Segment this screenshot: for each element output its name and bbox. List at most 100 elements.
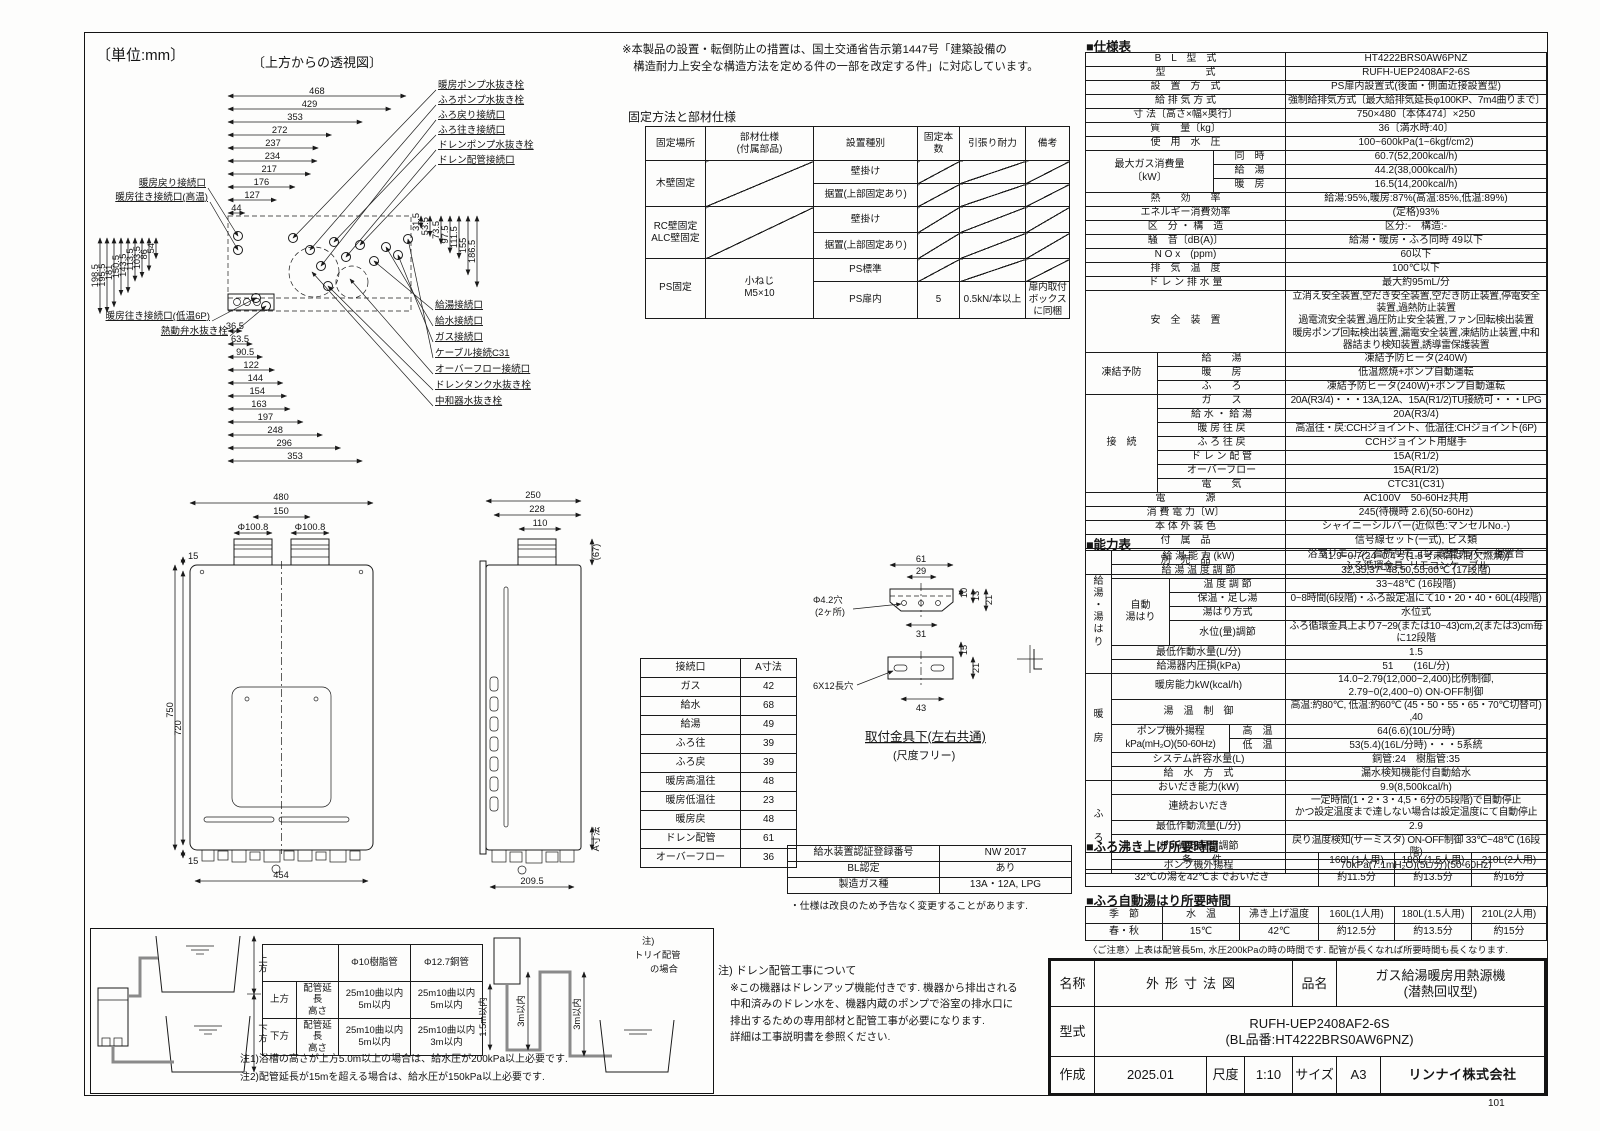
cell: 給水装置認証登録番号 (787, 845, 940, 862)
cell: 信号線セット(一式), ビス類 (1285, 533, 1547, 549)
cell: 区分:- 構造:- (1285, 220, 1547, 235)
dim-line (385, 246, 434, 327)
cell: 名称 (1050, 960, 1095, 1007)
dim-label: 429 (302, 99, 318, 109)
svg-text:6X12長穴: 6X12長穴 (813, 680, 853, 691)
cell: エネルギー消費効率 (1085, 206, 1286, 221)
cell: 最大約95mL/分 (1285, 276, 1547, 291)
cell: BL認定 (787, 861, 940, 878)
dim-label: 103.5 (132, 246, 142, 269)
cell: ド レ ン 排 水 量 (1085, 276, 1286, 291)
cell: Φ10樹脂管 (338, 944, 411, 982)
cell (917, 183, 960, 207)
bracket-scale-note: (尺度フリー) (893, 748, 955, 762)
cell: 使 用 水 圧 (1085, 136, 1286, 151)
cell: 連続おいだき (1111, 794, 1286, 821)
cell: 凍結予防ヒータ(240W) (1285, 351, 1547, 367)
cell: 給 湯 ・ 湯 は り (1085, 549, 1112, 675)
cell: 約12.5分 (1318, 923, 1395, 941)
table-row: 木壁固定壁掛け (645, 160, 1070, 207)
table-row: 最低作動水量(L/分)1.5 (1086, 645, 1547, 661)
dim-label: 111.5 (449, 226, 459, 248)
cell: 64(6.6)(10L/分時) (1285, 724, 1547, 740)
cell: 水 温 (1162, 906, 1240, 924)
cell: ド レ ン 配 管 (1157, 449, 1286, 465)
cell: 49 (740, 715, 797, 735)
table-row: 区 分 ・ 構 造区分:- 構造:- (1085, 220, 1547, 235)
cell: ふ ろ (1157, 379, 1286, 395)
cell (1025, 183, 1070, 207)
svg-text:3m以内: 3m以内 (571, 998, 582, 1030)
cell: 給湯・暖房・ふろ同時 49以下 (1285, 234, 1547, 249)
cell: B L 型 式 (1085, 52, 1286, 67)
svg-text:トリイ配管: トリイ配管 (634, 949, 681, 960)
cell: 60.7(52,200kcal/h) (1285, 150, 1547, 165)
cell: 41.9~0.7(24~0.4号(1.5号未満は間欠燃焼)) (1285, 550, 1547, 565)
svg-text:Φ100.8: Φ100.8 (238, 522, 269, 532)
cell: 100~600kPa(1~6kgf/cm2) (1285, 136, 1547, 151)
cell (959, 258, 1026, 282)
cell: 同 時 (1213, 150, 1286, 165)
cell: 44.2(38,000kcal/h) (1285, 164, 1547, 179)
top-perspective-drawing: 46842935327223723421717612744198.5195.51… (90, 79, 534, 464)
bracket-shapes (887, 583, 1043, 685)
louver-slots (489, 676, 499, 812)
cell: 1:10 (1244, 1056, 1293, 1094)
cell: リンナイ株式会社 (1380, 1056, 1545, 1094)
cell: 引張り耐力 (959, 126, 1026, 161)
dim-label: 154 (250, 386, 266, 396)
cell: 給 排 気 方 式 (1085, 94, 1286, 109)
dim-label: ドレン配管接続口 (438, 154, 515, 166)
cell: 春・秋 (1085, 923, 1163, 941)
cell: CCHジョイント用継手 (1285, 435, 1547, 451)
cell: 暖 房 (1085, 673, 1112, 782)
svg-text:Φ100.8: Φ100.8 (295, 522, 326, 532)
drain-note-body: ※この機器はドレンアップ機能付きです. 機器から排出される 中和済みのドレン水を… (730, 982, 1018, 1043)
cell: 条 件 (1085, 852, 1319, 870)
cell: 60以下 (1285, 248, 1547, 263)
dim-label: 127 (244, 190, 260, 200)
cell: PS扉内 (813, 281, 918, 319)
cell: 消 費 電 力〔W〕 (1085, 505, 1286, 521)
table-row: BL認定あり (787, 861, 1072, 878)
cell (1025, 206, 1070, 233)
table-row: 据置(上部固定あり) (646, 232, 1070, 259)
dim-label: ふろ往き接続口 (438, 124, 505, 136)
cell (959, 206, 1026, 233)
dim-label: ふろポンプ水抜き栓 (438, 94, 524, 106)
cell: 180L(1.5人用) (1394, 906, 1472, 924)
dim-label: 90.5 (236, 347, 254, 357)
dim-line (209, 201, 239, 251)
top-view-dimensions: 46842935327223723421717612744198.5195.51… (90, 79, 534, 464)
cell: 型 式 (1085, 66, 1286, 81)
cell: 銅管:24 樹脂管:35 (1285, 752, 1547, 768)
cell: 上方 (262, 981, 297, 1019)
cell: ふろ戻 (640, 753, 741, 773)
table-row: 連続おいだき一定時間(1・2・3・4,5・6分の5段階)で自動停止 かつ設定温度… (1086, 794, 1547, 821)
dim-label: ドレンポンプ水抜き栓 (438, 139, 534, 151)
svg-text:228: 228 (529, 504, 545, 514)
table-row: 給 湯 ・ 湯 は り給 湯 能 力 (kW)41.9~0.7(24~0.4号(… (1085, 549, 1547, 675)
cell: 品名 (1292, 960, 1337, 1007)
cell: 接 続 (1085, 393, 1158, 493)
dim-label: 217 (261, 164, 277, 174)
cell: 25m10曲以内 5m以内 (410, 981, 483, 1019)
cell: 32,35,37~48,50,55,60℃ (17段階) (1285, 564, 1547, 579)
cell: 32℃の湯を42℃までおいだき (1085, 869, 1319, 887)
table-row: 本 体 外 装 色シャイニーシルバー(近似色:マンセルNo.-) (1085, 519, 1547, 535)
dim-label: 150.5 (111, 255, 121, 278)
